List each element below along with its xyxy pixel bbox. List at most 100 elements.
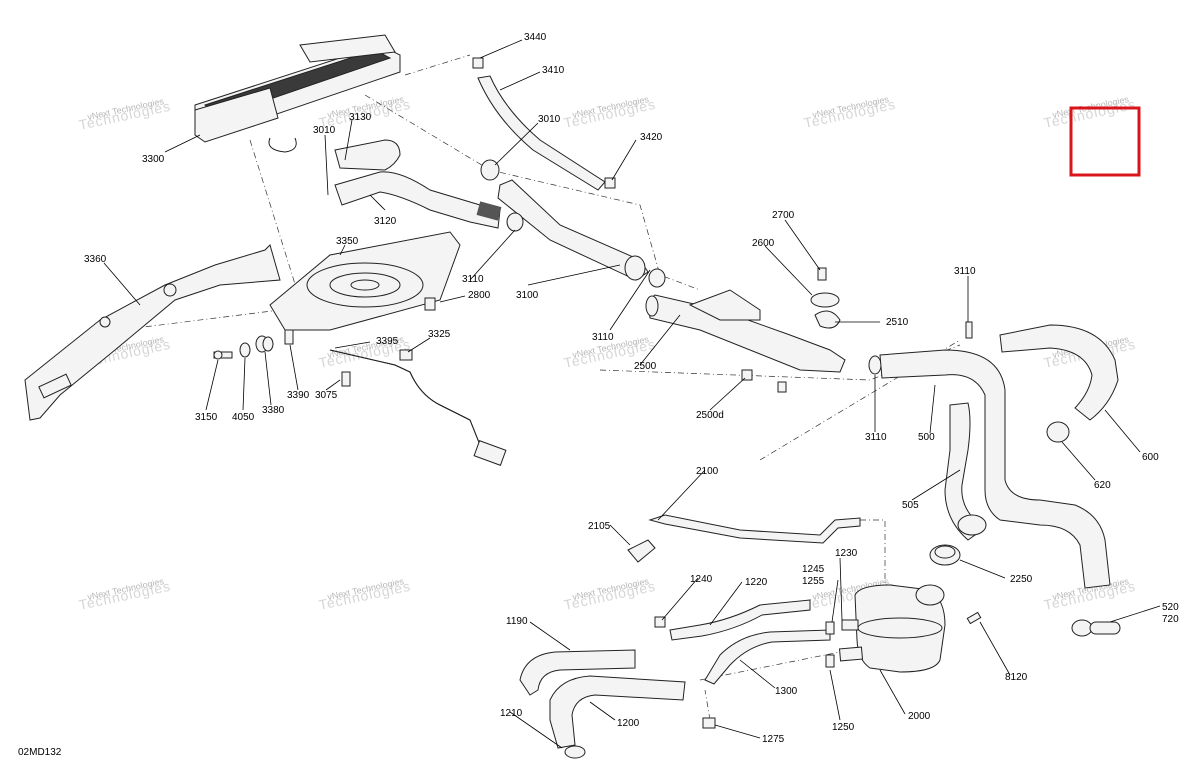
callout-8120[interactable]: 8120 (1005, 672, 1028, 683)
callout-3440[interactable]: 3440 (524, 32, 547, 43)
pipe-2100[interactable] (648, 514, 861, 544)
bracket-3360[interactable] (24, 244, 281, 421)
callout-1255[interactable]: 1255 (802, 576, 825, 587)
clamp-3440[interactable] (472, 57, 484, 69)
callout-3360[interactable]: 3360 (84, 254, 107, 265)
callout-505[interactable]: 505 (902, 500, 919, 511)
washer-4050[interactable] (239, 342, 251, 358)
callout-3420[interactable]: 3420 (640, 132, 663, 143)
callout-2510[interactable]: 2510 (886, 317, 909, 328)
highlight-box (1069, 106, 1141, 177)
hose-3130[interactable] (334, 139, 401, 171)
fan-3350[interactable] (269, 231, 461, 331)
callout-3110[interactable]: 3110 (954, 266, 976, 277)
clamp-3420[interactable] (604, 177, 616, 189)
callout-labels: 3440 3410 3010 3420 3300 3010 3130 3120 … (84, 32, 1179, 745)
leader-lines (103, 39, 1161, 749)
clip-3075[interactable] (341, 371, 351, 387)
callout-3110[interactable]: 3110 (865, 432, 887, 443)
bracket-2600[interactable] (810, 292, 840, 308)
clamp-520[interactable] (1071, 619, 1121, 637)
callout-1240[interactable]: 1240 (690, 574, 713, 585)
hose-1220[interactable] (669, 599, 811, 641)
callout-3395[interactable]: 3395 (376, 336, 399, 347)
clamp-1245[interactable] (825, 621, 835, 635)
grommet-3380[interactable] (255, 335, 274, 353)
diagram-code: 02MD132 (18, 747, 62, 758)
callout-2500[interactable]: 2500 (634, 361, 657, 372)
callout-1220[interactable]: 1220 (745, 577, 768, 588)
harness-3395[interactable] (329, 349, 507, 466)
spacer-3390[interactable] (284, 329, 294, 345)
callout-2105[interactable]: 2105 (588, 521, 611, 532)
callout-2600[interactable]: 2600 (752, 238, 775, 249)
callout-3410[interactable]: 3410 (542, 65, 565, 76)
callout-3110[interactable]: 3110 (592, 332, 614, 343)
clamp-620[interactable] (1046, 421, 1070, 443)
expansion-tank-2000[interactable] (838, 584, 946, 673)
bolt-3150[interactable] (213, 350, 233, 360)
callout-3110[interactable]: 3110 (462, 274, 484, 285)
callout-520[interactable]: 520 (1162, 602, 1179, 613)
clamp-1275[interactable] (702, 717, 716, 729)
clamp-1250[interactable] (825, 654, 835, 668)
callout-2000[interactable]: 2000 (908, 711, 931, 722)
callout-620[interactable]: 620 (1094, 480, 1111, 491)
clamp-1210[interactable] (564, 745, 586, 759)
hose-3100[interactable] (497, 179, 649, 281)
callout-2800[interactable]: 2800 (468, 290, 491, 301)
bolt-2800[interactable] (424, 297, 436, 311)
hose-1300[interactable] (704, 629, 831, 685)
callout-1250[interactable]: 1250 (832, 722, 855, 733)
callout-3130[interactable]: 3130 (349, 112, 372, 123)
clamp-3110b[interactable] (648, 268, 666, 288)
callout-3380[interactable]: 3380 (262, 405, 285, 416)
callout-3010[interactable]: 3010 (313, 125, 336, 136)
callout-1200[interactable]: 1200 (617, 718, 640, 729)
callout-2250[interactable]: 2250 (1010, 574, 1033, 585)
callout-2500d[interactable]: 2500d (696, 410, 724, 421)
callout-2700[interactable]: 2700 (772, 210, 795, 221)
clamp-3110a[interactable] (506, 212, 524, 232)
hose-500[interactable] (879, 349, 1111, 589)
callout-3150[interactable]: 3150 (195, 412, 218, 423)
pipe-2500[interactable] (645, 289, 846, 373)
bolt-8120[interactable] (966, 611, 982, 625)
clip-3325[interactable] (399, 349, 413, 361)
hose-1190[interactable] (519, 649, 636, 696)
radiator-3300[interactable] (194, 34, 401, 153)
clamp-3110c[interactable] (868, 355, 882, 375)
callout-720[interactable]: 720 (1162, 614, 1179, 625)
cap-2250[interactable] (929, 544, 961, 566)
callout-3350[interactable]: 3350 (336, 236, 359, 247)
callout-3120[interactable]: 3120 (374, 216, 397, 227)
callout-3300[interactable]: 3300 (142, 154, 165, 165)
callout-3390[interactable]: 3390 (287, 390, 310, 401)
callout-500[interactable]: 500 (918, 432, 935, 443)
callout-1245[interactable]: 1245 (802, 564, 825, 575)
bolt-2700[interactable] (817, 267, 827, 281)
clamp-1240[interactable] (654, 616, 666, 628)
callout-3010[interactable]: 3010 (538, 114, 561, 125)
callout-4050[interactable]: 4050 (232, 412, 255, 423)
callout-1210[interactable]: 1210 (500, 708, 523, 719)
callout-3075[interactable]: 3075 (315, 390, 338, 401)
clamp-2510[interactable] (814, 310, 841, 329)
callout-2100[interactable]: 2100 (696, 466, 719, 477)
callout-1275[interactable]: 1275 (762, 734, 785, 745)
hose-600[interactable] (999, 324, 1119, 421)
callout-3100[interactable]: 3100 (516, 290, 539, 301)
callout-1300[interactable]: 1300 (775, 686, 798, 697)
callout-600[interactable]: 600 (1142, 452, 1159, 463)
clamp-3110d[interactable] (965, 321, 973, 339)
pipe-2105[interactable] (627, 539, 656, 563)
clamp-3010[interactable] (480, 159, 500, 181)
callout-3325[interactable]: 3325 (428, 329, 451, 340)
hose-3120[interactable] (334, 171, 502, 229)
callout-1230[interactable]: 1230 (835, 548, 858, 559)
hose-1200[interactable] (549, 675, 686, 749)
plug-2500d[interactable] (741, 369, 787, 393)
hose-505[interactable] (944, 402, 987, 541)
callout-1190[interactable]: 1190 (506, 616, 528, 627)
